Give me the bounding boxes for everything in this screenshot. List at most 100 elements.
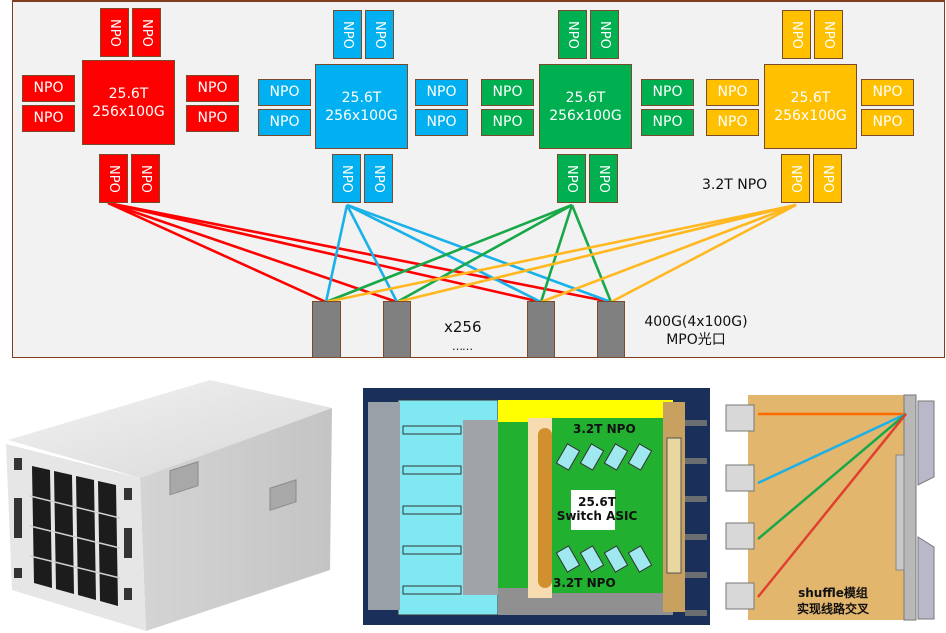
npo-label: NPO xyxy=(269,114,300,130)
npo-label: NPO xyxy=(492,114,523,130)
line-cards xyxy=(32,466,118,606)
port-type-line1: 400G(4x100G) xyxy=(644,314,748,330)
mpo-port xyxy=(597,301,625,358)
shuffle-line-3 xyxy=(757,413,907,540)
npo-module: NPO xyxy=(186,105,239,132)
board-asic-line1: 25.6T xyxy=(578,495,616,509)
board-asic-label: 25.6T Switch ASIC xyxy=(543,495,651,523)
npo-module: NPO xyxy=(861,109,914,136)
asic-ports: 256x100G xyxy=(325,107,398,124)
mpo-port xyxy=(312,301,341,358)
link-orange-2 xyxy=(396,203,797,304)
npo-label: NPO xyxy=(197,80,228,96)
npo-label: NPO xyxy=(139,18,154,47)
npo-label: NPO xyxy=(340,20,355,49)
npo-label: NPO xyxy=(564,164,579,193)
port-type-line2: MPO光口 xyxy=(666,332,726,348)
npo-module: NPO xyxy=(22,75,75,102)
chassis-image xyxy=(6,380,332,631)
chassis-side xyxy=(140,408,332,631)
asic-ports: 256x100G xyxy=(774,107,847,124)
board-asic-line2: Switch ASIC xyxy=(556,509,638,523)
npo-module: NPO xyxy=(365,10,394,59)
npo-module: NPO xyxy=(861,79,914,106)
npo-label: NPO xyxy=(426,84,457,100)
shuffle-label-line1: shuffle模组 xyxy=(798,586,868,600)
port-count-label: x256 xyxy=(444,318,482,336)
npo-module: NPO xyxy=(364,154,393,203)
link-blue-2 xyxy=(345,204,399,303)
link-green-1 xyxy=(325,203,573,304)
npo-module: NPO xyxy=(641,109,694,136)
npo-module: NPO xyxy=(706,109,759,136)
npo-label: NPO xyxy=(106,164,121,193)
asic-capacity: 25.6T xyxy=(565,89,606,106)
npo-module: NPO xyxy=(481,109,534,136)
npo-label: NPO xyxy=(872,114,903,130)
npo-label: NPO xyxy=(596,164,611,193)
npo-label: NPO xyxy=(371,164,386,193)
link-orange-4 xyxy=(610,203,797,304)
link-blue-1 xyxy=(324,204,349,303)
ellipsis-label: …… xyxy=(452,340,473,353)
asic-ports: 256x100G xyxy=(549,107,622,124)
board-npo-bottom-label: 3.2T NPO xyxy=(553,576,616,590)
shuffle-module-image: shuffle模组 实现线路交叉 xyxy=(720,387,946,627)
npo-module: NPO xyxy=(258,109,311,136)
link-green-2 xyxy=(396,203,573,304)
shuffle-label-line2: 实现线路交叉 xyxy=(796,602,869,616)
npo-module: NPO xyxy=(706,79,759,106)
npo-module: NPO xyxy=(100,8,129,57)
board-image: 3.2T NPO 25.6T Switch ASIC 3.2T NPO xyxy=(363,388,710,625)
asic-capacity: 25.6T xyxy=(341,89,382,106)
npo-label: NPO xyxy=(138,164,153,193)
shuffle-line-2 xyxy=(757,412,907,485)
npo-module: NPO xyxy=(813,154,842,203)
npo-label: NPO xyxy=(372,20,387,49)
npo-label: NPO xyxy=(492,84,523,100)
asic-ports: 256x100G xyxy=(92,103,165,120)
mpo-port xyxy=(527,301,555,358)
npo-label: NPO xyxy=(789,20,804,49)
npo-label: NPO xyxy=(788,164,803,193)
npo-module: NPO xyxy=(557,154,586,203)
port-type-label: 400G(4x100G) MPO光口 xyxy=(632,313,760,349)
npo-module: NPO xyxy=(333,10,362,59)
mpo-port xyxy=(383,301,411,358)
npo-module: NPO xyxy=(782,10,811,59)
npo-annotation: 3.2T NPO xyxy=(702,177,768,193)
npo-label: NPO xyxy=(717,114,748,130)
npo-module: NPO xyxy=(590,10,619,59)
npo-module: NPO xyxy=(814,10,843,59)
npo-label: NPO xyxy=(821,20,836,49)
shuffle-line-4 xyxy=(757,413,907,598)
npo-module: NPO xyxy=(481,79,534,106)
npo-module: NPO xyxy=(589,154,618,203)
npo-label: NPO xyxy=(107,18,122,47)
npo-label: NPO xyxy=(597,20,612,49)
npo-label: NPO xyxy=(197,110,228,126)
link-blue-3 xyxy=(346,203,542,304)
npo-module: NPO xyxy=(132,8,161,57)
npo-label: NPO xyxy=(820,164,835,193)
npo-label: NPO xyxy=(33,80,64,96)
npo-module: NPO xyxy=(22,105,75,132)
board-npo-top-label: 3.2T NPO xyxy=(573,422,636,436)
npo-label: NPO xyxy=(717,84,748,100)
npo-label: NPO xyxy=(269,84,300,100)
link-orange-3 xyxy=(540,203,797,304)
npo-label: NPO xyxy=(652,84,683,100)
link-blue-4 xyxy=(346,203,612,304)
npo-module: NPO xyxy=(186,75,239,102)
chassis-top xyxy=(8,380,332,478)
npo-module: NPO xyxy=(415,79,468,106)
link-red-4 xyxy=(107,201,612,304)
link-orange-1 xyxy=(325,203,797,304)
npo-module: NPO xyxy=(99,154,128,203)
npo-module: NPO xyxy=(258,79,311,106)
